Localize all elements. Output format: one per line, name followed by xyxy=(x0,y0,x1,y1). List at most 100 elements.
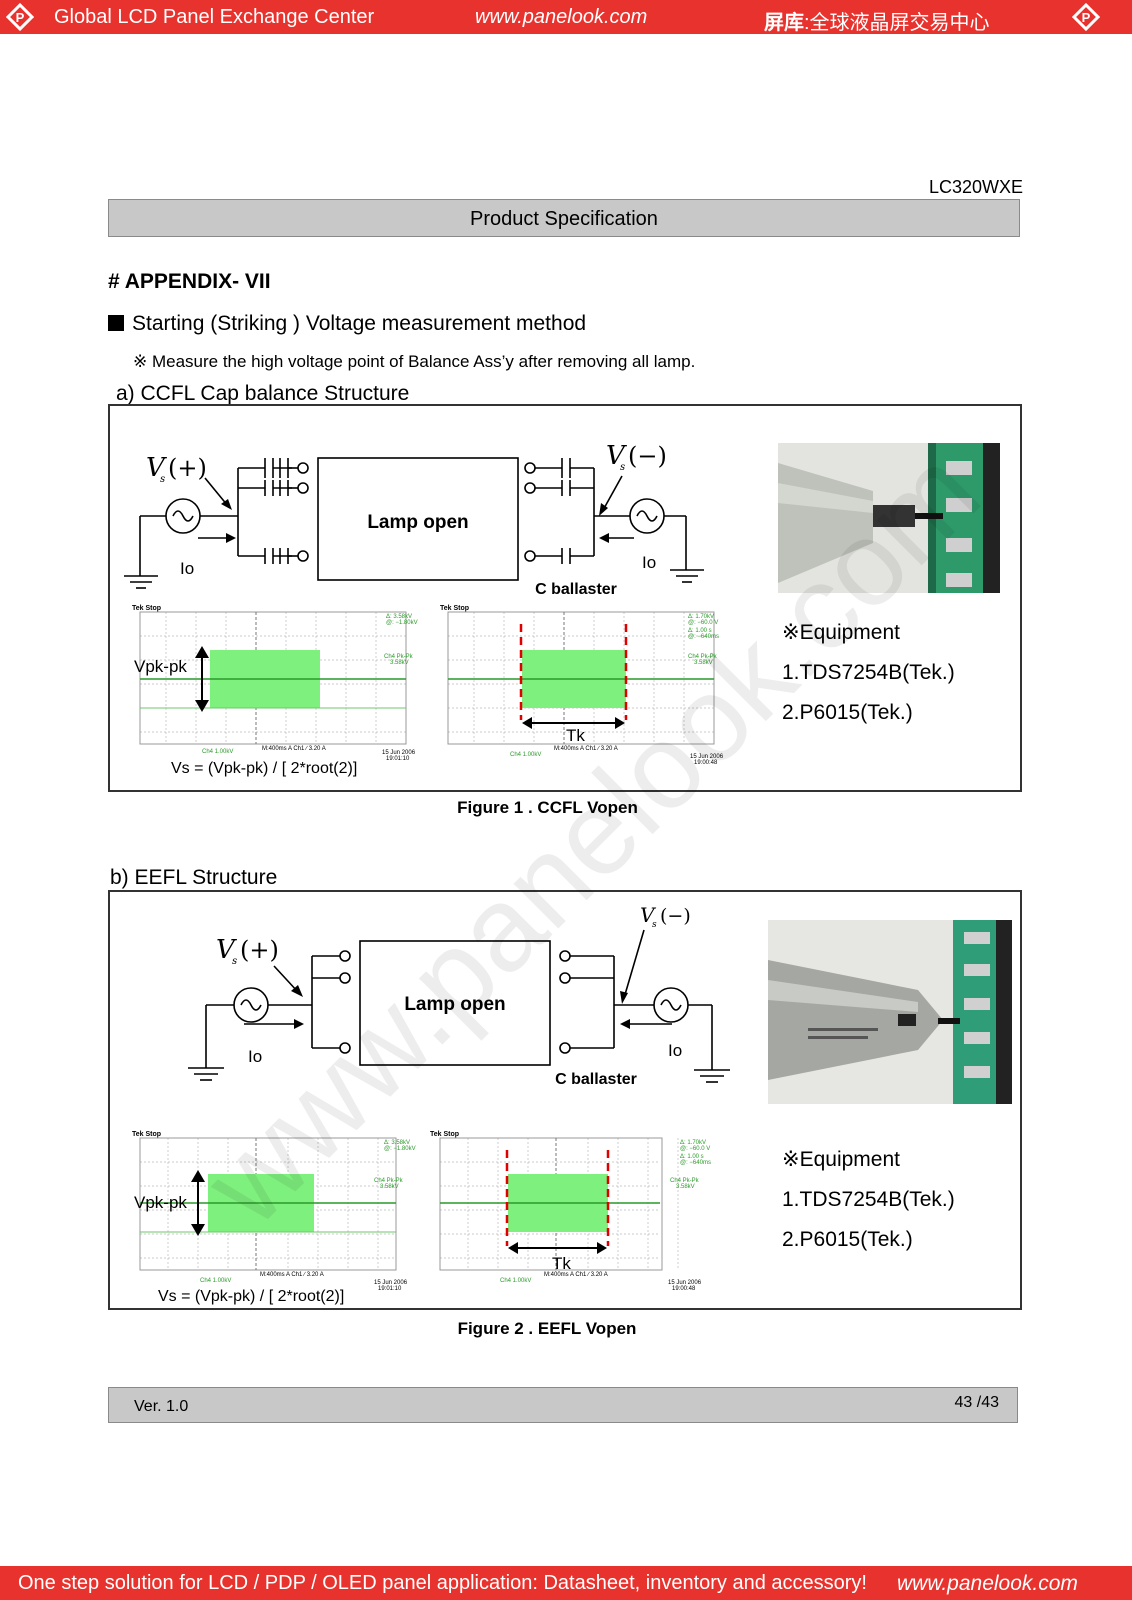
fig1-io-left: Io xyxy=(180,559,194,578)
fig2-scope2-time2: 19:00:48 xyxy=(672,1286,696,1292)
fig1-scope1-date: 15 Jun 2006 xyxy=(382,750,416,756)
fig2-equip-title: ※Equipment xyxy=(782,1148,900,1171)
fig2-scope1-tek: Tek Stop xyxy=(132,1131,161,1138)
fig1-scope2-at: @: −60.0 V xyxy=(688,620,718,626)
fig2-tk-label: Tk xyxy=(552,1254,571,1273)
fig1-lamp-open-label: Lamp open xyxy=(367,512,468,533)
fig2-equipment: ※Equipment 1.TDS7254B(Tek.) 2.P6015(Tek.… xyxy=(782,1140,955,1260)
fig2-circuit-diagram: V s (+) V s (−) Io Io Lamp open C ballas… xyxy=(188,903,730,1088)
fig1-vs-plus-sign: (+) xyxy=(168,454,207,482)
fig2-formula: Vs = (Vpk-pk) / [ 2*root(2)] xyxy=(158,1288,345,1305)
bottom-tagline: One step solution for LCD / PDP / OLED p… xyxy=(18,1572,867,1594)
fig1-heading: a) CCFL Cap balance Structure xyxy=(116,382,410,405)
fig1-scope2-scale: Ch4 1.00kV xyxy=(510,752,541,758)
fig2-vs-plus-symbol: V xyxy=(216,935,237,965)
appendix-title: # APPENDIX- VII xyxy=(108,270,271,293)
fig1-scope2-ch4val: 3.58kV xyxy=(694,660,713,666)
fig2-scope1-date: 15 Jun 2006 xyxy=(374,1280,408,1286)
fig1-formula: Vs = (Vpk-pk) / [ 2*root(2)] xyxy=(171,760,358,777)
fig1-scope1-scale: Ch4 1.00kV xyxy=(202,749,233,755)
fig1-scope1-tek: Tek Stop xyxy=(132,605,161,612)
fig2-vs-plus-subscript: s xyxy=(232,956,237,967)
fig2-scope1-scale: Ch4 1.00kV xyxy=(200,1278,231,1284)
fig2-scope1-time2: 19:01:10 xyxy=(378,1286,402,1292)
fig2-scope2-scale: Ch4 1.00kV xyxy=(500,1278,531,1284)
fig1-scope1-ch4: Ch4 Pk-Pk xyxy=(384,654,414,660)
fig1-scope2-time2: 19:00:48 xyxy=(694,760,718,766)
fig2-scope1-ch4val: 3.58kV xyxy=(380,1184,399,1190)
measure-note: ※ Measure the high voltage point of Bala… xyxy=(133,352,696,371)
fig2-scope2-ch4val: 3.58kV xyxy=(676,1184,695,1190)
fig1-vs-plus-symbol: V xyxy=(146,453,167,483)
fig1-scope2-att: @: −640ms xyxy=(688,634,719,640)
fig1-scope2-time: M:400ms A Ch1 ∕ 3.20 A xyxy=(554,745,618,752)
fig1-scope1-at: @: −1.80kV xyxy=(386,620,418,626)
fig2-scope-tk: Tek Stop Δ: 1.70kV @: −60.0 V Δ: 1.00 s … xyxy=(428,1130,728,1294)
fig1-scope2-delta: Δ: 1.70kV xyxy=(688,614,714,620)
fig2-scope2-delta: Δ: 1.70kV xyxy=(680,1140,706,1146)
svg-text:P: P xyxy=(1082,10,1091,25)
page-number: 43 /43 xyxy=(954,1394,999,1411)
fig2-equip-1: 1.TDS7254B(Tek.) xyxy=(782,1188,955,1211)
fig2-scope2-ch4: Ch4 Pk-Pk xyxy=(670,1178,700,1184)
fig1-probe-photo-image xyxy=(778,443,1000,593)
panelook-logo-icon-right: P xyxy=(1072,3,1100,31)
header-brand: 屏库 xyxy=(764,12,804,34)
fig2-io-right: Io xyxy=(668,1041,682,1060)
fig2-frame xyxy=(108,890,1022,1310)
footer-bar: Ver. 1.0 43 /43 xyxy=(108,1387,1018,1423)
fig1-scope1-delta: Δ: 3.58kV xyxy=(386,614,412,620)
fig2-probe-photo-image xyxy=(768,920,1012,1104)
fig2-vs-minus-sign: (−) xyxy=(660,905,691,927)
fig2-vs-minus-subscript: s xyxy=(652,920,657,930)
model-number: LC320WXE xyxy=(929,177,1024,197)
svg-text:P: P xyxy=(16,10,25,25)
fig1-scope2-tek: Tek Stop xyxy=(440,605,469,612)
fig2-scope1-ch4: Ch4 Pk-Pk xyxy=(374,1178,404,1184)
fig2-scope2-at: @: −60.0 V xyxy=(680,1146,710,1152)
fig1-scope-tk: Tek Stop Δ: 1.70kV @: −60.0 V Δ: 1.00 s … xyxy=(438,604,748,768)
fig2-scope2-date: 15 Jun 2006 xyxy=(668,1280,702,1286)
fig1-io-right: Io xyxy=(642,553,656,572)
fig1-frame xyxy=(108,404,1022,792)
fig2-scope-vpk: Tek Stop Δ: 3.58kV @: −1.80kV Ch4 Pk-Pk … xyxy=(128,1130,428,1294)
header-site-link[interactable]: www.panelook.com xyxy=(475,6,648,28)
fig1-scope1-ch4val: 3.58kV xyxy=(390,660,409,666)
header-brand-rest: :全球液晶屏交易中心 xyxy=(804,12,990,34)
spec-title-bar: Product Specification xyxy=(108,199,1020,237)
fig2-lamp-open-label: Lamp open xyxy=(404,994,505,1015)
fig1-equip-title: ※Equipment xyxy=(782,621,900,644)
fig2-ballaster-label: C ballaster xyxy=(555,1071,637,1088)
section-title: Starting (Striking ) Voltage measurement… xyxy=(108,312,586,336)
version-text: Ver. 1.0 xyxy=(134,1398,189,1415)
fig2-probe-photo xyxy=(768,920,1012,1104)
header-right-text: 屏库:全球液晶屏交易中心 xyxy=(764,6,990,35)
fig1-scope2-deltat: Δ: 1.00 s xyxy=(688,628,712,634)
header-left-text: Global LCD Panel Exchange Center xyxy=(54,6,375,28)
fig1-equipment: ※Equipment 1.TDS7254B(Tek.) 2.P6015(Tek.… xyxy=(782,613,955,733)
fig1-equip-1: 1.TDS7254B(Tek.) xyxy=(782,661,955,684)
fig2-vs-minus-symbol: V xyxy=(640,903,657,927)
fig1-scope2-ch4: Ch4 Pk-Pk xyxy=(688,654,718,660)
spec-title: Product Specification xyxy=(470,208,658,230)
bottom-banner: One step solution for LCD / PDP / OLED p… xyxy=(0,1566,1132,1600)
fig2-vs-plus-sign: (+) xyxy=(240,936,279,964)
panelook-logo-icon: P xyxy=(6,3,34,31)
fig1-vpk-label: Vpk-pk xyxy=(134,657,187,676)
fig2-equip-2: 2.P6015(Tek.) xyxy=(782,1228,913,1251)
fig2-scope2-att: @: −640ms xyxy=(680,1160,711,1166)
fig2-scope2-tek: Tek Stop xyxy=(430,1131,459,1138)
fig1-vs-minus-subscript: s xyxy=(620,462,625,473)
section-title-text: Starting (Striking ) Voltage measurement… xyxy=(132,312,587,335)
bottom-site-link[interactable]: www.panelook.com xyxy=(897,1572,1078,1595)
fig1-scope-vpk: Tek Stop Δ: 3.58kV @: −1.80kV Ch4 Pk-Pk … xyxy=(130,604,440,768)
top-banner: P Global LCD Panel Exchange Center www.p… xyxy=(0,0,1132,34)
fig1-circuit-diagram: V s (+) V s (−) Io Io Lamp open C ballas… xyxy=(124,441,704,598)
fig2-caption: Figure 2 . EEFL Vopen xyxy=(457,1319,637,1338)
fig1-vs-plus-subscript: s xyxy=(160,474,165,485)
fig1-caption: Figure 1 . CCFL Vopen xyxy=(457,798,638,817)
fig2-heading: b) EEFL Structure xyxy=(110,866,278,889)
fig1-tk-label: Tk xyxy=(566,726,585,745)
fig1-probe-photo xyxy=(778,443,1000,593)
fig1-scope1-time: M:400ms A Ch1 ∕ 3.20 A xyxy=(262,745,326,752)
